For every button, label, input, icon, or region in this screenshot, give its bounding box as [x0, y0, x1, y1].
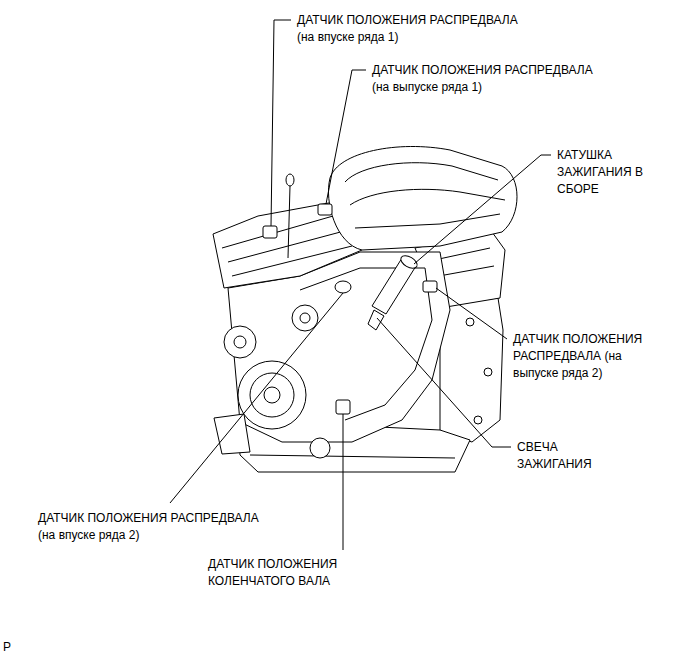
- engine-drawing: [213, 146, 517, 472]
- leader-line: [343, 414, 344, 550]
- crank-pulley: [264, 387, 280, 403]
- sensor: [336, 400, 350, 414]
- part-label: СВЕЧА ЗАЖИГАНИЯ: [517, 439, 594, 473]
- sensor: [335, 281, 351, 293]
- part-label: ДАТЧИК ПОЛОЖЕНИЯ РАСПРЕДВАЛА (на выпуске…: [513, 331, 645, 382]
- leader-line: [271, 20, 291, 226]
- dipstick-handle: [286, 174, 294, 186]
- sensor: [318, 204, 332, 215]
- leader-line: [436, 288, 507, 339]
- intake-detail: [345, 163, 505, 228]
- part-label: ДАТЧИК ПОЛОЖЕНИЯ РАСПРЕДВАЛА (на впуске …: [297, 12, 520, 46]
- sensor: [423, 281, 437, 292]
- bolt: [484, 368, 492, 376]
- sensor: [263, 226, 277, 238]
- intake-manifold: [328, 146, 517, 250]
- leader-line: [414, 155, 551, 264]
- leader-line: [170, 293, 343, 503]
- bolt: [466, 318, 474, 326]
- engine-mount: [214, 414, 250, 454]
- oil-pan-detail: [250, 455, 455, 458]
- head-detail: [222, 214, 352, 276]
- pulley: [300, 313, 310, 323]
- bolt: [474, 416, 482, 424]
- crank-pulley: [238, 361, 306, 429]
- part-label: КАТУШКА ЗАЖИГАНИЯ В СБОРЕ: [557, 147, 645, 198]
- part-label: ДАТЧИК ПОЛОЖЕНИЯ РАСПРЕДВАЛА (на впуске …: [38, 510, 261, 544]
- part-label: ДАТЧИК ПОЛОЖЕНИЯ РАСПРЕДВАЛА (на выпуске…: [372, 62, 595, 96]
- pulley: [234, 336, 246, 348]
- leader-line: [377, 318, 511, 447]
- pulley: [224, 326, 256, 358]
- leader-line: [326, 70, 366, 204]
- part-label: ДАТЧИК ПОЛОЖЕНИЯ КОЛЕНЧАТОГО ВАЛА: [208, 556, 340, 590]
- pulley: [310, 438, 330, 458]
- spark-plug: [368, 310, 384, 330]
- pulley: [292, 305, 318, 331]
- figure-code: P: [3, 639, 14, 656]
- engine-flange: [440, 298, 503, 442]
- timing-cover-detail: [300, 268, 432, 420]
- dipstick: [288, 186, 290, 258]
- leader-lines: [170, 20, 551, 550]
